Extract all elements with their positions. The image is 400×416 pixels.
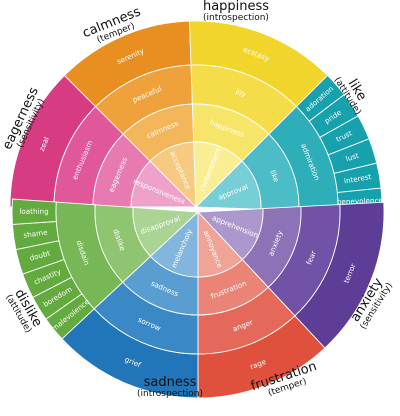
happiness-title: happiness <box>203 0 269 14</box>
like-label-lust: lust <box>345 151 360 164</box>
wheel-segments <box>9 20 385 399</box>
dislike-label-shame: shame <box>23 227 49 239</box>
like-label-like: like <box>268 169 281 184</box>
sadness-title: sadness <box>144 375 197 390</box>
sadness-subtitle: (introspection) <box>137 389 203 399</box>
anxiety-segment-apprehension <box>197 208 264 261</box>
happiness-subtitle: (introspection) <box>203 13 269 23</box>
sadness-title-group: sadness(introspection) <box>137 375 203 399</box>
happiness-label-joy: joy <box>234 86 249 99</box>
happiness-title-group: happiness(introspection) <box>203 0 269 23</box>
dislike-label-loathing: loathing <box>19 207 48 216</box>
dislike-segment-disapproval <box>132 206 200 257</box>
like-label-benevolence: benevolence <box>337 196 384 207</box>
